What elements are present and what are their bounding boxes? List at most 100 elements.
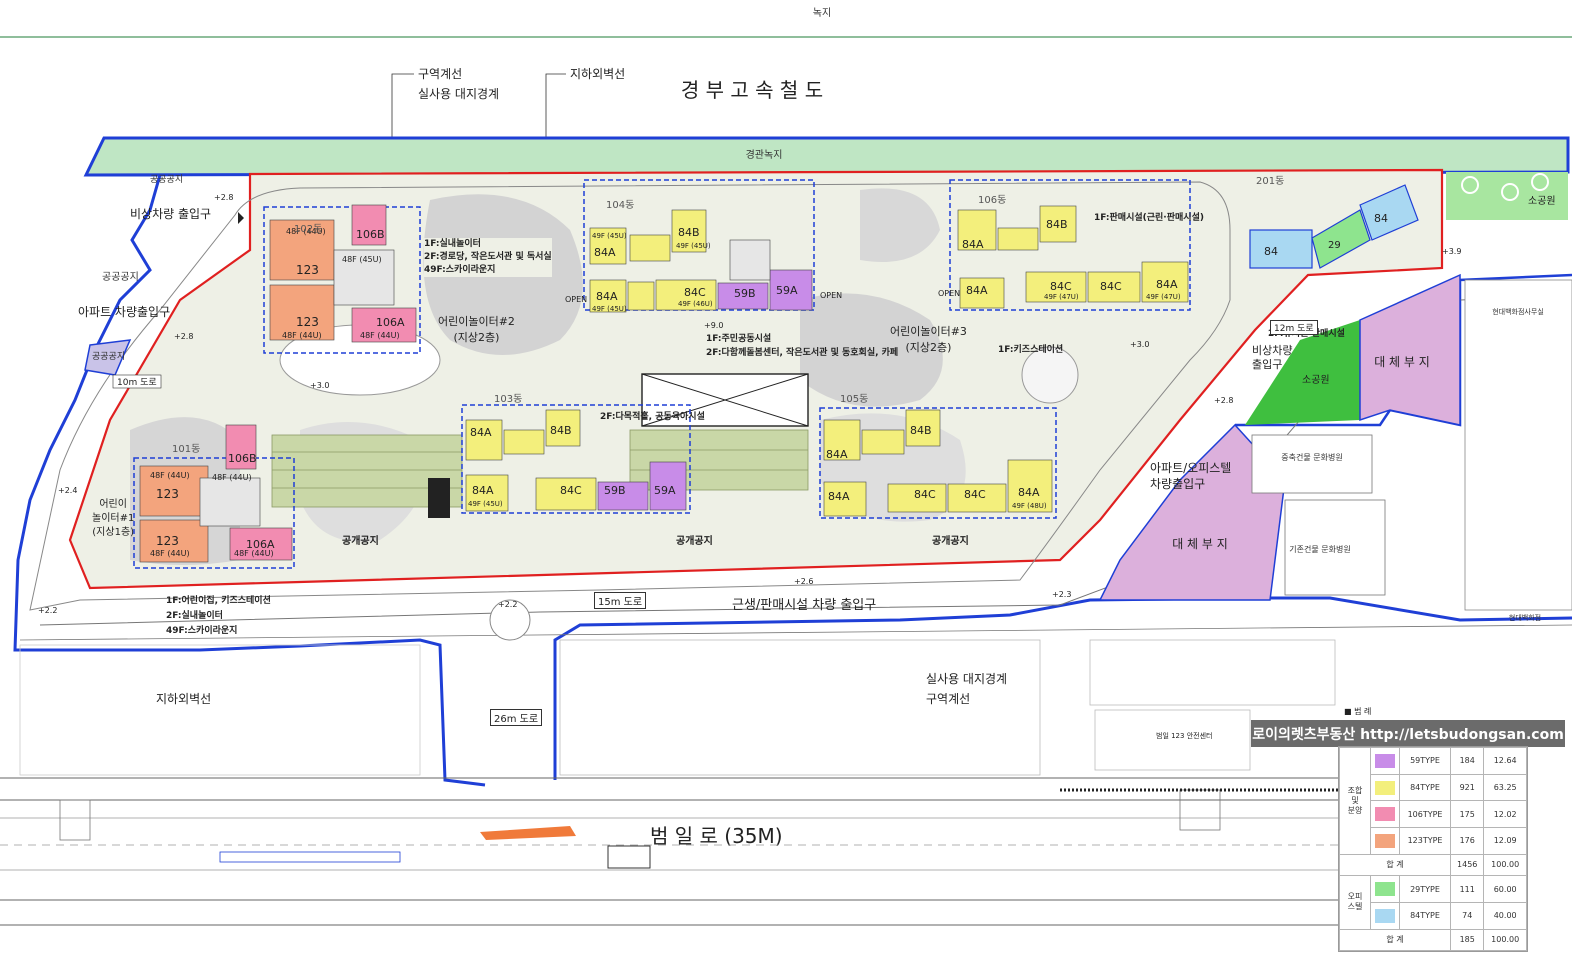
hyundai-block (1464, 279, 1572, 611)
svg-text:84A: 84A (1156, 278, 1178, 291)
existing-bldg2-label: 기존건물 문화병원 (1289, 544, 1350, 554)
svg-text:84C: 84C (1100, 280, 1122, 293)
legend-row: 조합 및 분양 59TYPE 184 12.64 (1339, 747, 1527, 855)
svg-text:49F (48U): 49F (48U) (1012, 502, 1047, 510)
bldg-104-label: 104동 (606, 199, 634, 211)
svg-text:84A: 84A (472, 484, 494, 497)
legend-type: 84TYPE (1398, 901, 1452, 930)
svg-text:84A: 84A (828, 490, 850, 503)
building-105: 105동 84A 84B 84A 84C 84C 84A 49F (48U) (819, 393, 1057, 519)
svg-text:49F (47U): 49F (47U) (1146, 293, 1181, 301)
svg-text:84B: 84B (678, 226, 700, 239)
scenic-green-label: 경관녹지 (746, 148, 783, 161)
legend-ratio: 63.25 (1483, 773, 1527, 802)
hyundai-office-label: 현대백화점사무실 (1492, 307, 1544, 316)
legend-type: 106TYPE (1398, 800, 1452, 829)
stair-block (428, 478, 450, 518)
svg-text:84A: 84A (594, 246, 616, 259)
building-101: 48F (44U) 123 123 48F (44U) 106B 48F (44… (133, 424, 295, 569)
underground-line-label-top: 지하외벽선 (570, 67, 625, 81)
svg-text:123: 123 (296, 315, 319, 329)
svg-text:49F (45U): 49F (45U) (592, 232, 627, 240)
district-line-label-top: 구역계선 (418, 67, 462, 81)
legend-swatch-29 (1375, 882, 1395, 897)
existing-hospital-annex (1251, 434, 1373, 494)
svg-text:84C: 84C (684, 286, 706, 299)
svg-text:84B: 84B (550, 424, 572, 437)
svg-text:84: 84 (1374, 212, 1388, 225)
legend-ratio: 12.09 (1483, 827, 1527, 855)
legend-row: 106TYPE 175 12.02 (1340, 800, 1527, 829)
legend-count: 184 (1450, 747, 1485, 775)
legend-row: 123TYPE 176 12.09 (1340, 827, 1527, 855)
bldg-201-label: 201동 (1256, 175, 1284, 187)
legend-count: 111 (1450, 875, 1485, 903)
outer-boundary-left (13, 173, 486, 787)
svg-text:59B: 59B (604, 484, 626, 497)
outer-road-edge (19, 624, 1572, 641)
svg-text:49F (45U): 49F (45U) (676, 242, 711, 250)
svg-text:OPEN: OPEN (820, 291, 842, 300)
legend-subtotal-count: 1456 (1450, 853, 1485, 877)
svg-text:84C: 84C (1050, 280, 1072, 293)
svg-text:84A: 84A (1018, 486, 1040, 499)
legend-table: 조합 및 분양 59TYPE 184 12.64 84TYPE 921 63.2… (1338, 746, 1528, 952)
alt-site-right (1359, 273, 1461, 426)
svg-text:48F (45U): 48F (45U) (342, 255, 382, 264)
bldg-103-label: 103동 (494, 393, 522, 405)
legend-type: 123TYPE (1398, 827, 1452, 855)
bldg-102-label: 102동 (294, 223, 322, 235)
legend-ratio: 12.64 (1483, 747, 1527, 775)
svg-text:49F (45U): 49F (45U) (468, 500, 503, 508)
emergency-entrance-label: 비상차량 출입구 (130, 207, 211, 221)
svg-text:48F (44U): 48F (44U) (234, 549, 274, 558)
landscape-area (860, 188, 940, 262)
small-park-top-label: 소공원 (1528, 195, 1556, 207)
legend-ratio: 40.00 (1483, 901, 1527, 930)
legend-total-row: 합 계 185 100.00 (1338, 928, 1527, 952)
svg-text:48F (44U): 48F (44U) (282, 331, 322, 340)
svg-text:48F (44U): 48F (44U) (286, 227, 326, 236)
legend-group-off: 오피 스텔 (1339, 875, 1371, 930)
svg-text:106B: 106B (356, 228, 385, 241)
outer-boundary-bottom (553, 596, 1572, 780)
legend-swatch-off84 (1375, 908, 1395, 923)
apt-entrance-label: 아파트 차량출입구 (78, 305, 170, 319)
public-space-label-top: 공공공지 (150, 174, 183, 185)
svg-text:84B: 84B (1046, 218, 1068, 231)
landscape-area (800, 293, 943, 407)
legend-total-count: 185 (1450, 928, 1485, 952)
legend-count: 921 (1450, 773, 1485, 802)
svg-text:123: 123 (156, 487, 179, 501)
legend-swatch-59 (1375, 753, 1395, 768)
legend-row: 오피 스텔 29TYPE 111 60.00 (1339, 875, 1527, 930)
small-park-mid (1245, 320, 1360, 425)
legend-count: 176 (1450, 827, 1485, 855)
existing-hospital (1284, 499, 1386, 596)
bldg-101-label: 101동 (172, 443, 200, 455)
road-10m-label: 10m 도로 (117, 378, 157, 388)
site-boundary-label-top: 실사용 대지경계 (418, 87, 499, 101)
building-106: 106동 84A 84B 84A 84C 49F (47U) 84C 84A 4… (938, 179, 1191, 311)
roundabout (489, 599, 531, 641)
svg-text:49F (45U): 49F (45U) (592, 305, 627, 313)
svg-text:48F (44U): 48F (44U) (360, 331, 400, 340)
svg-text:106A: 106A (246, 538, 275, 551)
svg-text:84A: 84A (966, 284, 988, 297)
small-park-mid-label: 소공원 (1302, 374, 1330, 386)
alt-site2-label: 대 체 부 지 (1172, 537, 1228, 551)
svg-text:49F (46U): 49F (46U) (678, 300, 713, 308)
legend-type: 84TYPE (1398, 773, 1452, 802)
svg-text:OPEN: OPEN (938, 289, 960, 298)
svg-text:84A: 84A (470, 426, 492, 439)
legend-subtotal-row: 합 계 1456 100.00 (1338, 853, 1527, 877)
existing-bldg1-label: 중축건물 문화병원 (1281, 452, 1342, 462)
svg-text:123: 123 (296, 263, 319, 277)
svg-text:29: 29 (1328, 240, 1341, 251)
bldg-106-label: 106동 (978, 194, 1006, 206)
svg-text:106B: 106B (228, 452, 257, 465)
svg-text:59B: 59B (734, 287, 756, 300)
alt-site-label: 대 체 부 지 (1374, 355, 1430, 369)
